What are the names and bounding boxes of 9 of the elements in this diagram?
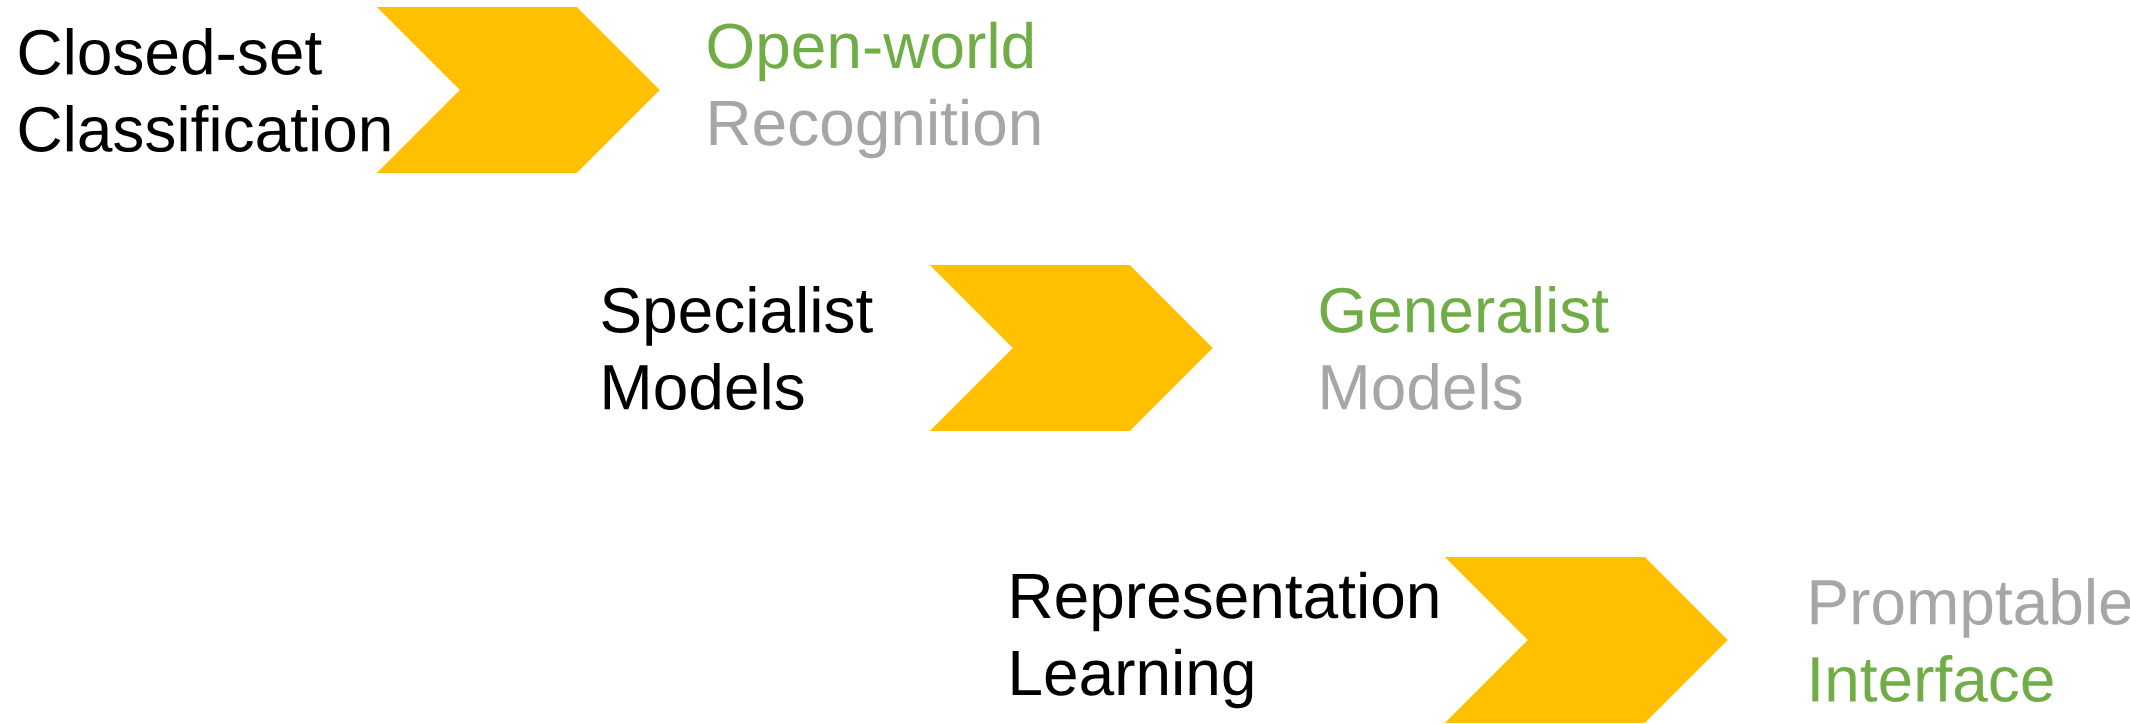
stage-label: Generalist Models (1320, 286, 1609, 410)
chevron-arrow (376, 7, 660, 173)
stage-label: Open-world Recognition (708, 21, 1040, 159)
chevron-arrow (929, 265, 1213, 431)
stage-label: Promptable Interface (1811, 578, 2130, 702)
stage-label: Specialist Models (602, 286, 873, 410)
chevron-arrow (1444, 557, 1728, 723)
stage-label: Representation Learning (1012, 571, 1438, 709)
stage-label: Closed-set Classification (19, 28, 390, 152)
